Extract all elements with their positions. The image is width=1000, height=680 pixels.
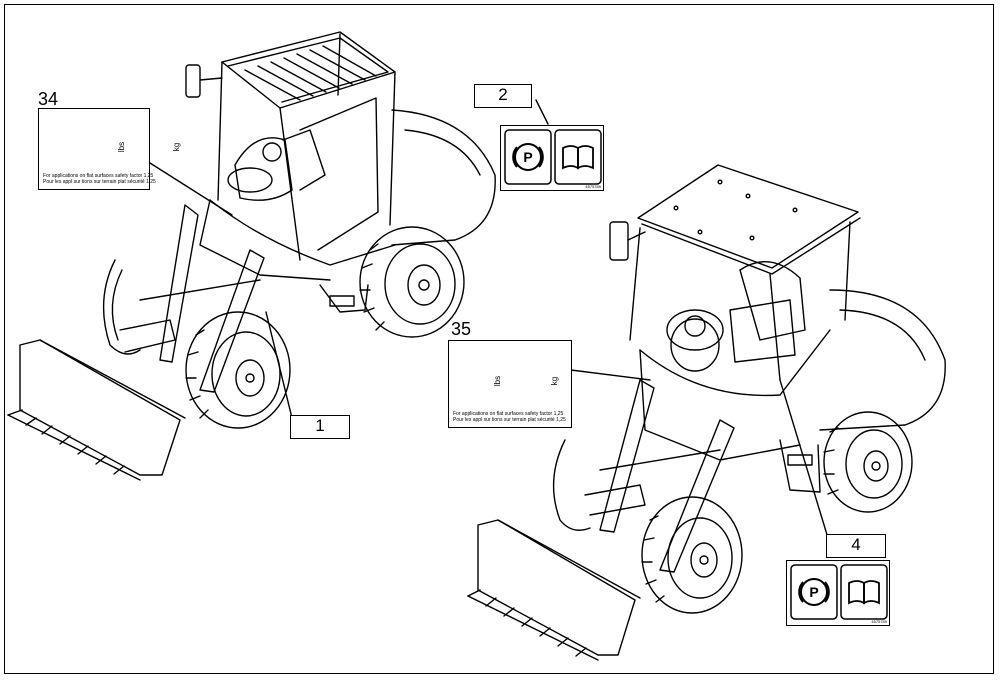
safety-text-line-en: For applications on flat surfaces safety…: [453, 411, 564, 417]
callout-label-35: 35: [451, 319, 472, 339]
operator-manual-icon: [554, 129, 602, 185]
operator-manual-icon: [840, 564, 888, 620]
callout-box-2: 2: [474, 84, 532, 108]
callout-box-1: 1: [290, 415, 350, 439]
parking-brake-decal-4: P 4575789: [786, 560, 890, 626]
svg-text:P: P: [523, 149, 532, 165]
safety-text-line-en: For applications on flat surfaces safety…: [43, 173, 154, 179]
diagram-frame: [4, 4, 994, 674]
wheel-loader-left-illustration: [7, 31, 496, 481]
decal-part-code: 4575789: [871, 619, 887, 624]
parking-brake-decal-2: P 4575789: [500, 125, 604, 191]
callout-box-4: 4: [826, 534, 886, 558]
parking-brake-icon: [504, 129, 552, 185]
svg-text:P: P: [809, 584, 818, 600]
unit-kg-label: kg: [172, 142, 182, 152]
capacity-decal-35: lbs kg For applications on flat surfaces…: [448, 340, 572, 428]
wheel-loader-right-illustration: [467, 164, 946, 661]
unit-lbs-label: lbs: [493, 375, 503, 387]
parking-brake-icon: [790, 564, 838, 620]
safety-text-line-fr: Pour les appl sur tions sur terrain plat…: [453, 417, 566, 423]
unit-kg-label: kg: [550, 376, 560, 386]
capacity-decal-34: lbs kg For applications on flat surfaces…: [38, 108, 181, 190]
leader-lines: [149, 99, 829, 539]
unit-lbs-label: lbs: [117, 141, 127, 153]
decal-part-code: 4575789: [585, 184, 601, 189]
safety-text-line-fr: Pour les appl sur tions sur terrain plat…: [43, 179, 156, 185]
callout-label-34: 34: [38, 89, 59, 109]
